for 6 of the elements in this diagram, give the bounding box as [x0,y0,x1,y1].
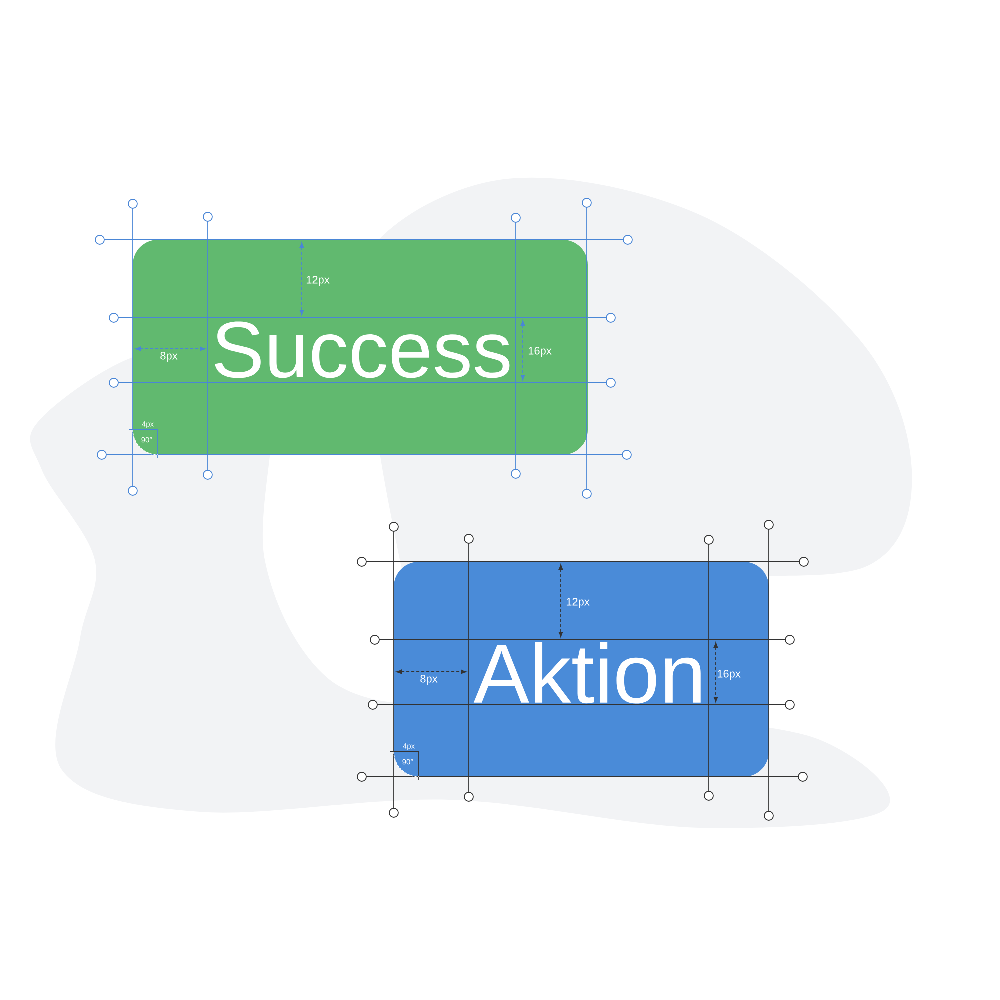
dimension-label: 12px [306,276,330,286]
dimension-label: 12px [566,598,590,608]
dimension-label: 16px [528,347,552,357]
dimension-label: 8px [420,675,438,685]
dimension-label: 16px [718,670,741,680]
dimension-label: 8px [160,352,178,362]
